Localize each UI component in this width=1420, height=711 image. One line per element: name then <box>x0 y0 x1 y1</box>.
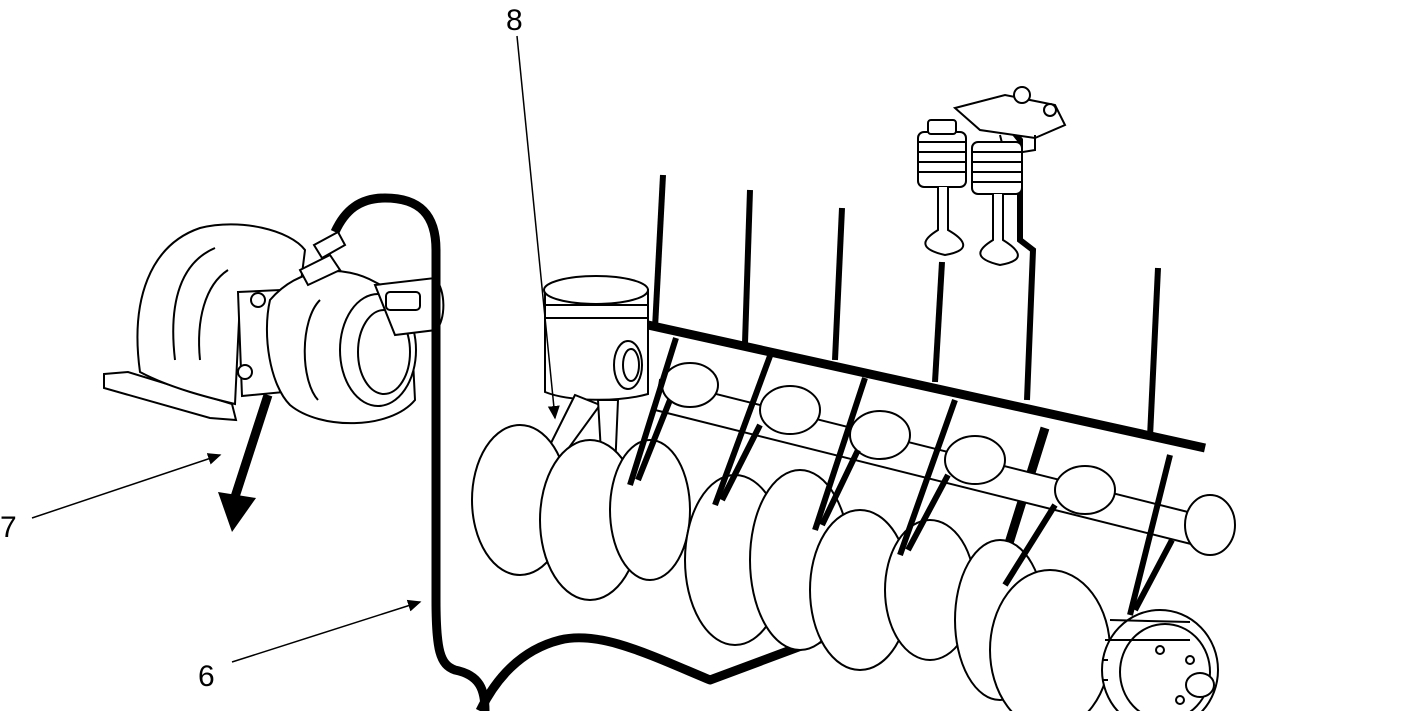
gallery-feed-lines <box>652 113 1161 438</box>
callout-7: 7 <box>0 511 17 544</box>
camshaft-icon <box>653 362 1236 556</box>
piston-icon <box>543 275 649 471</box>
gear-icon <box>1101 609 1219 711</box>
callout-8: 8 <box>506 4 523 37</box>
oil-drain-arrow <box>218 393 273 532</box>
crankshaft-icon <box>471 424 1111 711</box>
callout-leaders <box>31 35 560 663</box>
callout-6: 6 <box>198 660 215 693</box>
valve-assembly-icon <box>917 86 1067 267</box>
turbocharger-icon <box>103 223 445 425</box>
bearing-feed-arrows <box>627 337 1175 616</box>
oil-feed-pipe <box>330 193 1206 711</box>
